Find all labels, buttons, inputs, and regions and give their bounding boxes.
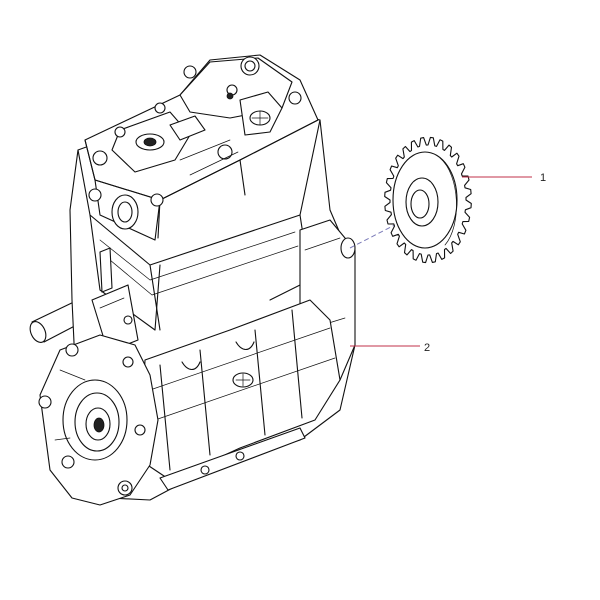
callout-label-1: 1	[540, 172, 546, 184]
gear[interactable]	[384, 136, 532, 264]
gear-bore	[410, 189, 430, 219]
front-flange	[38, 334, 159, 506]
callout-label-2: 2	[424, 342, 430, 354]
compressor-assembly[interactable]	[27, 54, 420, 506]
crank-housing	[139, 299, 341, 491]
cylinder-head	[84, 54, 319, 241]
